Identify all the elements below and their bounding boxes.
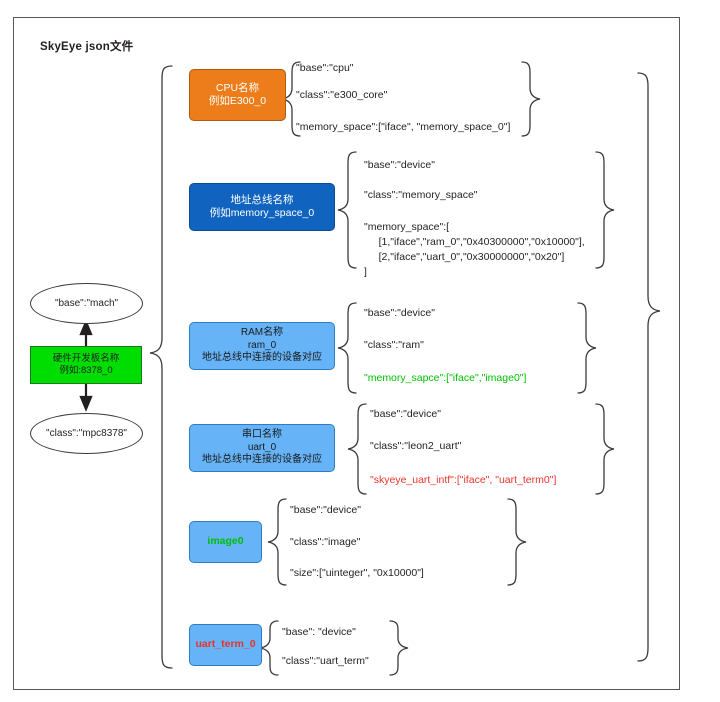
attr-ram-base: "base":"device"	[364, 307, 435, 319]
attr-cpu-memory-space: "memory_space":["iface", "memory_space_0…	[296, 121, 511, 133]
node-uart-term-0: uart_term_0	[189, 624, 262, 666]
node-cpu-line1: CPU名称	[215, 81, 260, 94]
node-uart: 串口名称 uart_0 地址总线中连接的设备对应	[189, 424, 335, 472]
ellipse-base-mach: "base":"mach"	[30, 283, 143, 324]
attr-ram-memory-sapce: "memory_sapce":["iface","image0"]	[364, 372, 527, 384]
attr-bus-base: "base":"device"	[364, 159, 435, 171]
node-ram: RAM名称 ram_0 地址总线中连接的设备对应	[189, 322, 335, 370]
node-cpu-line2: 例如E300_0	[208, 95, 267, 107]
node-board-line1: 硬件开发板名称	[52, 352, 120, 364]
node-uart-line2: uart_0	[247, 441, 277, 453]
node-uart-line3: 地址总线中连接的设备对应	[202, 454, 322, 466]
node-memory-space-line2: 例如memory_space_0	[209, 207, 315, 219]
attr-uart-base: "base":"device"	[370, 408, 441, 420]
node-memory-space: 地址总线名称 例如memory_space_0	[189, 183, 335, 231]
attr-cpu-class: "class":"e300_core"	[296, 89, 388, 101]
ellipse-base-label: "base":"mach"	[54, 298, 119, 309]
attr-bus-memory-space: "memory_space":[ [1,"iface","ram_0","0x4…	[364, 221, 585, 278]
node-ram-line3: 地址总线中连接的设备对应	[202, 352, 322, 364]
node-board: 硬件开发板名称 例如:8378_0	[30, 346, 142, 384]
attr-image-size: "size":["uinteger", "0x10000"]	[290, 567, 424, 579]
node-ram-line2: ram_0	[247, 339, 277, 351]
attr-uartterm-class: "class":"uart_term"	[282, 655, 369, 667]
page-title: SkyEye json文件	[40, 41, 134, 53]
node-uart-term-0-line1: uart_term_0	[195, 638, 256, 651]
node-ram-line1: RAM名称	[240, 326, 284, 338]
attr-ram-class: "class":"ram"	[364, 339, 424, 351]
attr-image-base: "base":"device"	[290, 504, 361, 516]
attr-uart-intf: "skyeye_uart_intf":["iface", "uart_term0…	[370, 474, 557, 486]
attr-bus-class: "class":"memory_space"	[364, 189, 478, 201]
node-memory-space-line1: 地址总线名称	[230, 193, 294, 206]
attr-image-class: "class":"image"	[290, 536, 361, 548]
ellipse-class-mpc8378: "class":"mpc8378"	[30, 413, 143, 454]
attr-cpu-base: "base":"cpu"	[296, 62, 354, 74]
node-cpu: CPU名称 例如E300_0	[189, 69, 286, 121]
node-image0-line1: image0	[207, 535, 244, 548]
node-image0: image0	[189, 521, 262, 563]
attr-uart-class: "class":"leon2_uart"	[370, 440, 462, 452]
attr-uartterm-base: "base": "device"	[282, 626, 356, 638]
node-uart-line1: 串口名称	[242, 428, 282, 440]
node-board-line2: 例如:8378_0	[59, 365, 113, 376]
ellipse-class-label: "class":"mpc8378"	[46, 428, 127, 439]
